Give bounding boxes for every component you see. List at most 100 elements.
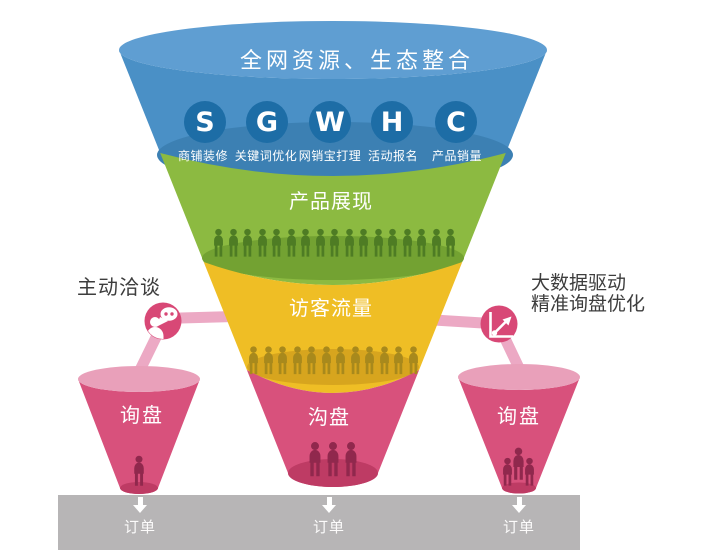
person-icon: [446, 228, 455, 257]
badge-letter: S: [195, 106, 215, 138]
badge-label-keyword-optimization: 关键词优化: [234, 149, 298, 163]
person-icon: [336, 346, 345, 375]
right-inquiry-funnel: [458, 364, 580, 494]
left-funnel-tip-ellipse: [120, 482, 158, 494]
right-funnel-people-group: [501, 440, 536, 488]
person-icon: [315, 228, 325, 257]
pink-people-group: [307, 441, 359, 478]
person-icon: [359, 228, 368, 257]
right-funnel-top-ellipse: [458, 364, 580, 390]
badge-g: G: [246, 101, 288, 143]
order-item: 订单: [313, 497, 345, 537]
chat-person-icon: [144, 302, 182, 340]
person-icon: [134, 455, 144, 486]
person-icon: [292, 346, 302, 375]
bubble-dot: [164, 312, 168, 316]
person-icon: [307, 346, 316, 375]
layer-label-product-display: 产品展现: [289, 189, 373, 213]
person-icon: [388, 228, 397, 257]
person-icon: [214, 228, 223, 257]
funnel-yellow-inner-shadow: [247, 349, 419, 385]
left-funnel-top-ellipse: [78, 366, 200, 392]
speech-bubble: [160, 307, 178, 321]
layer-label-deal-talks: 沟盘: [308, 405, 350, 429]
growth-chart-icon: [480, 305, 518, 343]
badge-letter: W: [315, 106, 345, 138]
right-funnel-body: [458, 377, 580, 494]
funnel-green-inner-shadow: [202, 236, 464, 280]
person-icon: [417, 228, 426, 257]
person-icon: [228, 228, 238, 257]
chart-trend-line: [494, 321, 507, 334]
badge-label-wangxiaobao: 网销宝打理: [298, 149, 362, 163]
orders-bar: 订单 订单 订单: [58, 495, 580, 550]
person-icon: [344, 228, 354, 257]
person-icon: [301, 228, 310, 257]
bubble-dot: [170, 312, 174, 316]
layer-label-visitor-traffic: 访客流量: [289, 296, 373, 320]
person-icon: [408, 346, 418, 375]
left-inquiry-funnel: [78, 366, 200, 494]
yellow-people-row: [247, 345, 420, 376]
left-funnel-body: [78, 379, 200, 494]
badge-label-activity-signup: 活动报名: [367, 149, 418, 163]
down-arrow-icon: [516, 497, 522, 505]
badge-s: S: [184, 101, 226, 143]
left-funnel-person: [132, 454, 146, 488]
funnel-layer-pink-body: [246, 370, 420, 487]
right-caption-line1: 大数据驱动: [531, 272, 627, 294]
down-arrow-icon: [511, 505, 526, 513]
badge-w: W: [309, 101, 351, 143]
right-caption-line2: 精准询盘优化: [531, 293, 646, 315]
order-item: 订单: [503, 497, 535, 537]
person-icon: [394, 346, 403, 375]
right-caption: 大数据驱动 精准询盘优化: [531, 273, 645, 315]
person-icon: [365, 346, 374, 375]
right-funnel-label: 询盘: [497, 404, 541, 428]
person-icon: [263, 346, 273, 375]
down-arrow-icon: [321, 505, 336, 513]
person-icon: [431, 228, 441, 257]
chart-arrow-head: [502, 316, 512, 326]
badge-letter: G: [255, 106, 279, 138]
person-icon: [327, 442, 339, 477]
order-label: 订单: [502, 518, 536, 536]
order-item: 订单: [124, 497, 156, 537]
person-icon: [257, 228, 267, 257]
badge-h: H: [371, 101, 413, 143]
person-icon: [513, 447, 524, 480]
badge-letter: H: [380, 106, 404, 138]
person-icon: [330, 228, 339, 257]
down-arrow-icon: [137, 497, 143, 505]
green-people-row: [212, 226, 457, 260]
order-label: 订单: [123, 518, 157, 536]
person-icon: [525, 457, 534, 486]
funnel-top-label: 全网资源、生态整合: [239, 49, 475, 74]
chart-axis: [489, 312, 513, 338]
person-icon: [503, 457, 512, 486]
person-icon: [402, 228, 412, 257]
order-label: 订单: [312, 518, 346, 536]
person-icon: [321, 346, 331, 375]
left-caption: 主动洽谈: [77, 275, 161, 299]
person-icon: [243, 228, 252, 257]
person-icon: [350, 346, 360, 375]
badge-c: C: [435, 101, 477, 143]
person-icon: [345, 442, 357, 477]
person-icon: [272, 228, 281, 257]
person-icon: [278, 346, 287, 375]
down-arrow-icon: [326, 497, 332, 505]
person-icon: [286, 228, 296, 257]
person-icon: [379, 346, 389, 375]
chart-data-dot: [491, 330, 498, 336]
badge-label-shop-decoration: 商铺装修: [177, 149, 228, 163]
down-arrow-icon: [132, 505, 147, 513]
person-icon: [249, 346, 258, 375]
person-icon: [309, 442, 321, 477]
person-icon: [373, 228, 383, 257]
funnel-top-ellipse: [119, 21, 547, 79]
left-funnel-label: 询盘: [120, 403, 164, 427]
badge-letter: C: [446, 106, 466, 138]
person-head: [150, 317, 160, 327]
